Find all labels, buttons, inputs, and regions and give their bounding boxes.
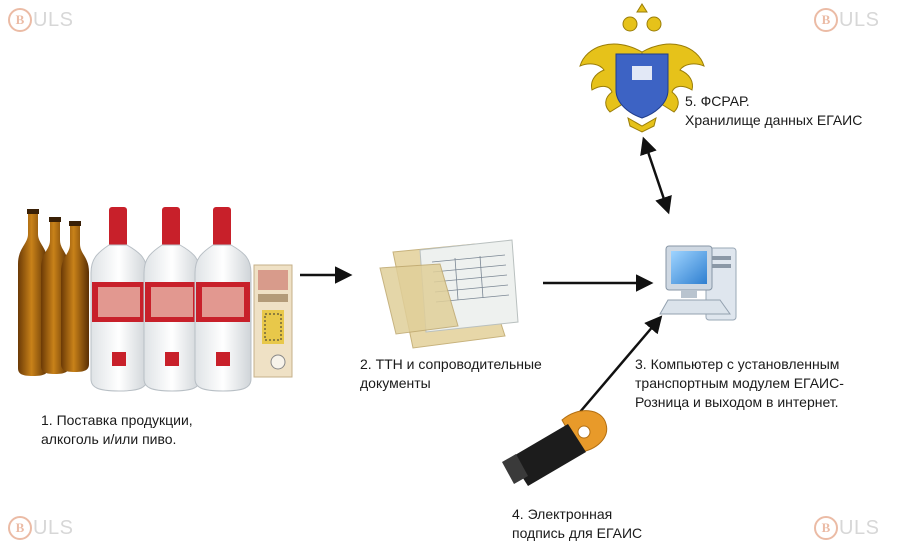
watermark-letter: B (814, 8, 838, 32)
caption-line: 5. ФСРАР. (685, 93, 750, 109)
watermark-text: ULS (33, 516, 74, 539)
watermark-letter: B (8, 516, 32, 540)
computer-icon (659, 245, 737, 321)
caption-line: 3. Компьютер с установленным (635, 356, 840, 372)
vodka-bottle-icon (90, 207, 148, 392)
caption-line: 1. Поставка продукции, (41, 412, 193, 428)
documents-caption: 2. ТТН и сопроводительные документы (360, 355, 542, 393)
arrow-computer-fsrar (640, 136, 672, 215)
caption-line: документы (360, 375, 431, 391)
token-caption: 4. Электронная подпись для ЕГАИС (512, 505, 642, 543)
caption-line: подпись для ЕГАИС (512, 525, 643, 541)
vodka-bottle-icon (194, 207, 252, 392)
documents-icon (379, 239, 519, 349)
beer-bottle-icon (18, 209, 48, 376)
caption-line: Хранилище данных ЕГАИС (685, 112, 863, 128)
fsrar-emblem-icon (579, 3, 705, 133)
watermark-text: ULS (839, 8, 880, 31)
computer-caption: 3. Компьютер с установленным транспортны… (635, 355, 844, 412)
caption-line: Розница и выходом в интернет. (635, 394, 839, 410)
watermark-text: ULS (839, 516, 880, 539)
products-caption: 1. Поставка продукции, алкоголь и/или пи… (41, 411, 193, 449)
caption-line: 4. Электронная (512, 506, 613, 522)
arrow-token-to-computer (579, 315, 663, 413)
caption-line: транспортным модулем ЕГАИС- (635, 375, 844, 391)
beer-bottle-icon (61, 221, 89, 372)
watermark-text: ULS (33, 8, 74, 31)
usb-token-icon (502, 410, 608, 486)
caption-line: алкоголь и/или пиво. (41, 431, 177, 447)
fsrar-caption: 5. ФСРАР. Хранилище данных ЕГАИС (685, 92, 862, 130)
caption-line: 2. ТТН и сопроводительные (360, 356, 542, 372)
watermark-letter: B (814, 516, 838, 540)
watermark-letter: B (8, 8, 32, 32)
excise-stamp-icon (253, 264, 293, 378)
vodka-bottle-icon (143, 207, 201, 392)
